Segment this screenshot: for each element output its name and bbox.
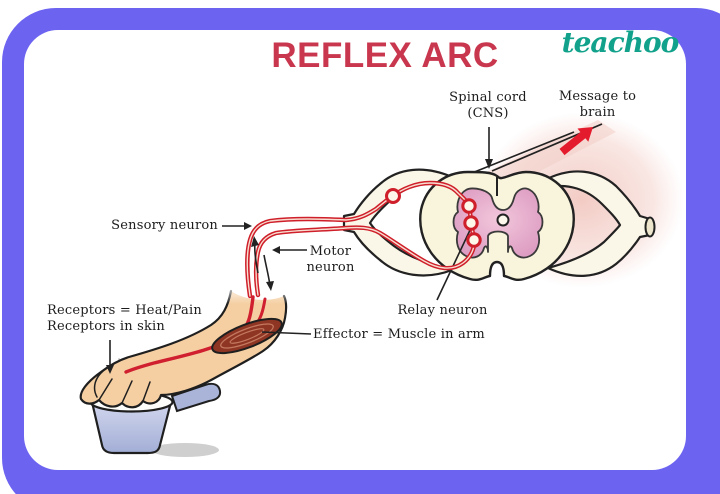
arm-hand bbox=[80, 291, 287, 408]
label-relay-neuron: Relay neuron bbox=[397, 303, 488, 318]
page-title: REFLEX ARC bbox=[271, 36, 499, 75]
label-spinal-cord-line1: Spinal cord bbox=[449, 90, 527, 105]
relay-neuron-pointer bbox=[436, 227, 472, 301]
label-receptors: Receptors = Heat/Pain Receptors in skin bbox=[47, 303, 232, 335]
label-spinal-cord: Spinal cord (CNS) bbox=[432, 90, 544, 122]
receptors-arrowhead bbox=[106, 365, 114, 374]
pot-handle bbox=[170, 382, 222, 413]
impulse-down-arrow-icon bbox=[263, 254, 271, 287]
label-receptors-line1: Receptors = Heat/Pain bbox=[47, 303, 202, 318]
label-motor-line2: neuron bbox=[306, 260, 355, 275]
pot-body bbox=[90, 400, 173, 455]
right-nerve-root bbox=[543, 170, 652, 277]
label-pointers bbox=[106, 127, 493, 374]
spinal-cord-arrowhead bbox=[485, 159, 493, 169]
label-spinal-cord-line2: (CNS) bbox=[467, 106, 509, 121]
synapse-bulb-2 bbox=[463, 215, 479, 231]
label-effector: Effector = Muscle in arm bbox=[313, 327, 485, 342]
synapse-bulb-3 bbox=[466, 232, 482, 248]
central-canal bbox=[496, 213, 510, 227]
label-motor-neuron: Motor neuron bbox=[288, 244, 373, 276]
label-message-line1: Message to bbox=[558, 89, 637, 104]
label-motor-line1: Motor bbox=[309, 244, 352, 259]
label-receptors-line2: Receptors in skin bbox=[47, 319, 165, 334]
arm-nerve bbox=[124, 295, 255, 374]
effector-pointer bbox=[261, 331, 312, 335]
label-sensory-neuron: Sensory neuron bbox=[111, 218, 218, 233]
right-nerve-stub-cap bbox=[644, 216, 656, 238]
ganglion-bulb bbox=[385, 188, 401, 204]
label-message-to-brain: Message to brain bbox=[540, 89, 655, 121]
message-to-brain-arrow-icon bbox=[559, 127, 593, 156]
motor-neuron-arrowhead bbox=[272, 246, 280, 254]
label-message-line2: brain bbox=[579, 105, 616, 120]
finger-lines bbox=[93, 370, 151, 404]
pot-shadow bbox=[151, 443, 219, 457]
effector-muscle bbox=[211, 317, 283, 355]
neuron-loop bbox=[245, 180, 482, 299]
sensory-neuron-arrowhead bbox=[244, 222, 252, 230]
teachoo-logo: teachoo bbox=[561, 26, 680, 59]
synapse-bulb-1 bbox=[461, 198, 477, 214]
